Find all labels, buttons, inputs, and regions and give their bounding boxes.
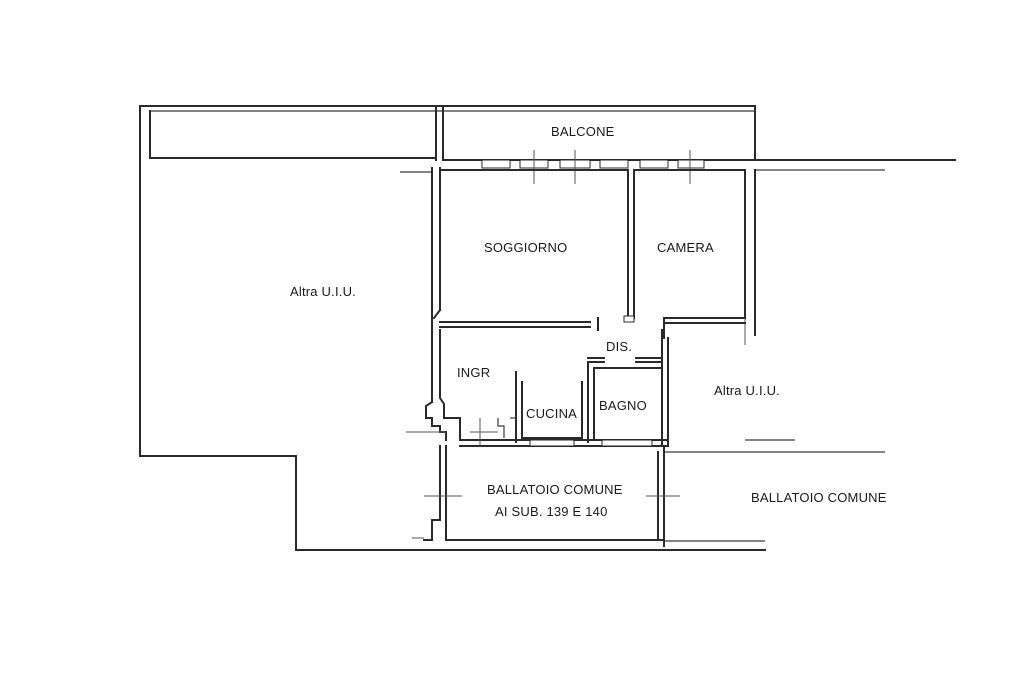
left-unit-outline: [139, 105, 766, 551]
balcony-area: [139, 105, 756, 161]
soggiorno-camera-wall: [623, 171, 635, 323]
label-ballatoio-sub: AI SUB. 139 E 140: [495, 504, 608, 519]
camera-bottom-wall: [663, 317, 746, 339]
label-balcone: BALCONE: [551, 124, 615, 139]
right-external-lines: [664, 159, 956, 542]
label-bagno: BAGNO: [599, 398, 647, 413]
service-area-walls: [459, 329, 669, 447]
label-altra-uiu-left: Altra U.I.U.: [290, 284, 356, 299]
label-camera: CAMERA: [657, 240, 714, 255]
label-dis: DIS.: [606, 339, 632, 354]
ballatoio-box: [412, 445, 680, 547]
label-altra-uiu-right: Altra U.I.U.: [714, 383, 780, 398]
label-soggiorno: SOGGIORNO: [484, 240, 567, 255]
label-cucina: CUCINA: [526, 406, 577, 421]
label-ingr: INGR: [457, 365, 490, 380]
label-ballatoio-comune-right: BALLATOIO COMUNE: [751, 490, 887, 505]
soggiorno-bottom-wall: [439, 317, 599, 331]
apartment-walls: [431, 167, 756, 403]
entry-walls: [406, 329, 516, 446]
facade-windows: [481, 150, 705, 184]
label-ballatoio-comune-center: BALLATOIO COMUNE: [487, 482, 623, 497]
